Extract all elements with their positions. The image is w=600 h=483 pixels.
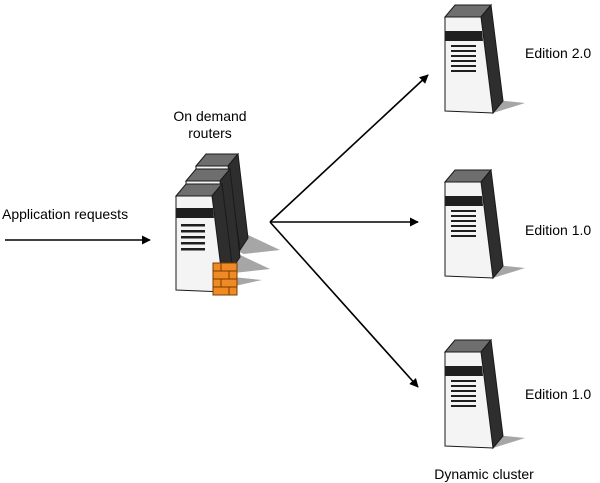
router-badge-icon [212,262,238,296]
server-2-icon [444,169,526,279]
router-label-line1: On demand [173,108,246,124]
server-2-edition-label: Edition 1.0 [525,222,591,238]
server-3-edition-label: Edition 1.0 [525,386,591,402]
arrow-to-server-1 [269,74,429,223]
server-3-icon [444,339,526,449]
server-1-icon [444,4,526,114]
router-stack-icon [174,152,280,296]
input-label: Application requests [2,206,128,222]
arrow-to-server-3 [269,221,419,388]
cluster-label: Dynamic cluster [434,466,534,482]
router-label-line2: routers [188,125,232,141]
server-1-edition-label: Edition 2.0 [525,45,591,61]
